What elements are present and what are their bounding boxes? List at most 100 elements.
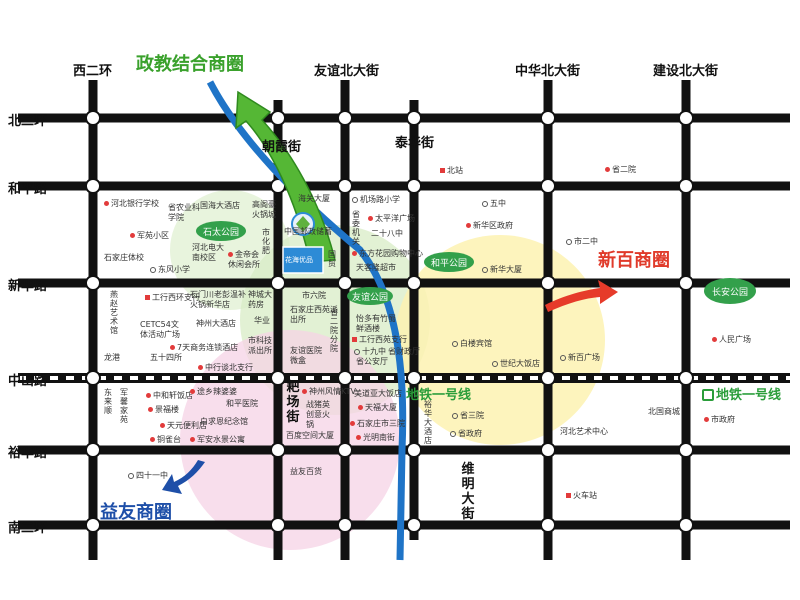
- marker-icon: [302, 389, 307, 394]
- road-bachang: 耙场街: [286, 380, 300, 425]
- metro-label-right: 地铁一号线: [702, 384, 781, 403]
- marker-icon: [228, 252, 233, 257]
- park-heping: 和平公园: [424, 252, 474, 272]
- poi-yiyoubaihuo: 益友百货: [290, 467, 322, 476]
- poi-jindihui: 金帝会休闲会所: [228, 250, 260, 269]
- project-name: 花海优品: [285, 256, 313, 264]
- school-icon: [128, 472, 134, 479]
- marker-icon: [704, 417, 709, 422]
- poi-shengnongye: 省农业科学院: [168, 203, 200, 222]
- school-icon: [352, 196, 358, 203]
- road-beierhuan: 北二环: [8, 114, 48, 129]
- poi-guomao: 国贸: [328, 250, 336, 268]
- poi-shierzhong: 市二中: [566, 236, 598, 247]
- poi-hebeidianda: 河北电大南校区: [192, 243, 224, 262]
- arrow-xinbai: [545, 280, 618, 312]
- marker-icon: [170, 345, 175, 350]
- poi-junyuan: 军苑小区: [130, 230, 169, 241]
- poi-junxie: 军馨家苑: [120, 388, 128, 424]
- poi-youyiyiyuan: 友谊医院微盒: [290, 346, 322, 365]
- poi-renmin: 人民广场: [712, 334, 751, 345]
- poi-longgang: 龙港: [104, 353, 120, 362]
- poi-tongque: 铜雀台: [150, 434, 181, 445]
- marker-icon: [146, 393, 151, 398]
- marker-icon: [452, 340, 458, 347]
- poi-huochezhan: 火车站: [566, 490, 597, 501]
- marker-icon: [368, 216, 373, 221]
- school-icon: [566, 238, 572, 245]
- poi-shiliuyuan: 市六院: [302, 291, 326, 300]
- poi-shizhengfu: 市政府: [704, 414, 735, 425]
- poi-huaye: 华业: [254, 316, 270, 325]
- poi-beizhan: 北站: [440, 165, 463, 176]
- marker-icon: [482, 266, 488, 273]
- poi-taipingyang: 太平洋广场: [368, 213, 415, 224]
- poi-yanzhao: 燕赵艺术馆: [110, 290, 118, 335]
- poi-shenzhou: 神州大酒店: [196, 319, 236, 328]
- poi-gongyinxiyuan: 工行西苑支行: [352, 334, 407, 345]
- marker-icon: [605, 167, 610, 172]
- road-xierhuan: 西二环: [73, 64, 113, 79]
- school-icon: [150, 266, 156, 273]
- marker-icon: [190, 437, 195, 442]
- marker-icon: [104, 201, 109, 206]
- poi-dongfeng: 东风小学: [150, 264, 190, 275]
- marker-icon: [198, 365, 203, 370]
- poi-shihua: 市化肥: [262, 228, 270, 255]
- poi-tianyuan: 天元便利店: [160, 420, 207, 431]
- poi-guangming: 光明南街: [356, 432, 395, 443]
- poi-tixiao: 石家庄体校: [104, 253, 144, 262]
- school-icon: [354, 348, 360, 355]
- poi-cetc: CETC54文体活动广场: [140, 320, 180, 339]
- poi-xinhuagov: 新华区政府: [466, 220, 513, 231]
- poi-zhanzhu: 战猪英创意火锅: [306, 400, 330, 429]
- road-weiming: 维明大街: [461, 462, 475, 522]
- marker-icon: [450, 430, 456, 437]
- bank-icon: [145, 295, 150, 300]
- poi-shimen: 石门川老彭温补火锅新华店: [190, 290, 246, 309]
- poi-xiyuan-pcs: 石家庄西苑派出所: [290, 305, 338, 324]
- intersections: [85, 110, 694, 533]
- poi-shenggongan: 省公安厅: [356, 357, 388, 366]
- poi-hebeiyinhang: 河北银行学校: [104, 198, 159, 209]
- poi-shencheng: 神城大药房: [248, 290, 272, 309]
- road-heping: 和平路: [8, 182, 48, 197]
- arrow-yiyou: [162, 460, 205, 494]
- poi-jingfu: 景福楼: [148, 404, 179, 415]
- poi-bailou: 白楼宾馆: [452, 338, 492, 349]
- road-youyibei: 友谊北大街: [314, 64, 380, 79]
- school-icon: [482, 200, 488, 207]
- road-zhaoxia: 朝霞街: [262, 140, 302, 155]
- marker-icon: [492, 360, 498, 367]
- poi-shenger: 省二院: [605, 164, 636, 175]
- district-xinbai: 新百商圈: [598, 250, 670, 271]
- poi-youzheng: 中国邮政储蓄: [284, 227, 332, 236]
- poi-ershibazhong: 二十八中: [371, 229, 403, 238]
- poi-zhonghang: 中行谈北支行: [198, 362, 253, 373]
- poi-xinhuadasha: 新华大厦: [482, 264, 522, 275]
- metro-label-right-text: 地铁一号线: [716, 388, 782, 403]
- poi-shengjiguan: 省委机关: [352, 210, 360, 246]
- poi-gongyinxihuan: 工行西环支行: [145, 292, 200, 303]
- poi-tuxiang: 途乡辣婆婆: [190, 386, 237, 397]
- road-jianshebei: 建设北大街: [653, 64, 719, 79]
- marker-icon: [356, 435, 361, 440]
- metro-label-center: 地铁一号线: [406, 388, 472, 403]
- train-icon: [566, 493, 571, 498]
- marker-icon: [148, 407, 153, 412]
- poi-shengerfen: 省二院分院: [330, 308, 338, 353]
- marker-icon: [150, 437, 155, 442]
- marker-icon: [160, 423, 165, 428]
- poi-tianfu: 天福大厦: [358, 402, 397, 413]
- poi-yishuzhongxin: 河北艺术中心: [560, 427, 608, 436]
- poi-wuzhong: 五中: [482, 198, 506, 209]
- bank-icon: [352, 337, 357, 342]
- poi-junan: 军安水景公寓: [190, 434, 245, 445]
- district-zhengjiao: 政教结合商圈: [136, 54, 244, 75]
- metro-icon: [702, 389, 714, 401]
- park-shitai: 石太公园: [196, 221, 246, 241]
- poi-beiguo: 北国商城: [648, 407, 680, 416]
- poi-shijiuzhong: 十九中: [354, 346, 386, 357]
